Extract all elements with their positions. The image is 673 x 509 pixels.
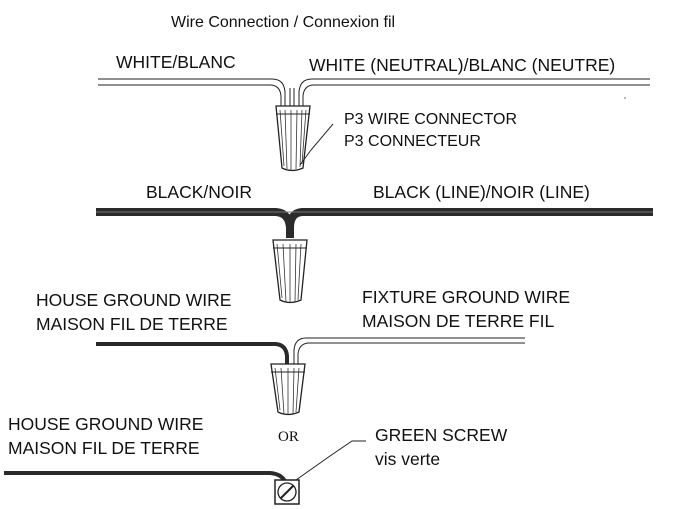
green-screw-label-fr: vis verte [375, 449, 440, 469]
white-left-wire-bottom [98, 84, 282, 108]
green-screw-label-en: GREEN SCREW [375, 425, 508, 445]
white-right-wire-bottom [302, 84, 650, 108]
fixture-ground-wire-bottom [297, 342, 525, 364]
house-ground-label-en: HOUSE GROUND WIRE [36, 290, 231, 310]
fixture-ground-wire-top [293, 337, 525, 364]
white-left-wire-top [98, 78, 286, 108]
connector-label-fr: P3 CONNECTEUR [344, 133, 481, 150]
screw-house-ground-wire [4, 471, 288, 485]
screw-house-ground-label-en: HOUSE GROUND WIRE [8, 414, 203, 434]
fixture-ground-label-en: FIXTURE GROUND WIRE [362, 287, 570, 307]
connector-label-en: P3 WIRE CONNECTOR [344, 111, 517, 128]
white-left-label: WHITE/BLANC [116, 52, 236, 72]
black-right-wire [286, 208, 653, 229]
fixture-ground-label-fr: MAISON DE TERRE FIL [362, 311, 554, 331]
black-left-wire [96, 208, 294, 238]
black-wire-connector-icon [272, 239, 308, 304]
screw-house-ground-label-fr: MAISON FIL DE TERRE [8, 438, 200, 458]
house-ground-wire [96, 342, 289, 364]
connector-leader-line [299, 123, 334, 166]
or-separator: OR [278, 429, 299, 445]
white-wire-connector-icon [275, 105, 311, 172]
ground-wire-group: HOUSE GROUND WIRE MAISON FIL DE TERRE FI… [36, 287, 570, 445]
black-right-label: BLACK (LINE)/NOIR (LINE) [373, 182, 590, 202]
speck [624, 97, 626, 99]
screw-leader-line [295, 440, 366, 481]
diagram-title: Wire Connection / Connexion fil [171, 14, 395, 31]
ground-wire-connector-icon [270, 363, 306, 416]
white-right-wire-top [298, 78, 650, 108]
black-wire-group: BLACK/NOIR BLACK (LINE)/NOIR (LINE) [96, 182, 653, 304]
house-ground-label-fr: MAISON FIL DE TERRE [36, 314, 228, 334]
white-right-label: WHITE (NEUTRAL)/BLANC (NEUTRE) [309, 55, 615, 75]
green-screw-group: HOUSE GROUND WIRE MAISON FIL DE TERRE GR… [4, 414, 508, 505]
white-wire-group: WHITE/BLANC WHITE (NEUTRAL)/BLANC (NEUTR… [98, 52, 650, 172]
black-left-label: BLACK/NOIR [146, 182, 252, 202]
green-screw-icon [274, 479, 300, 505]
